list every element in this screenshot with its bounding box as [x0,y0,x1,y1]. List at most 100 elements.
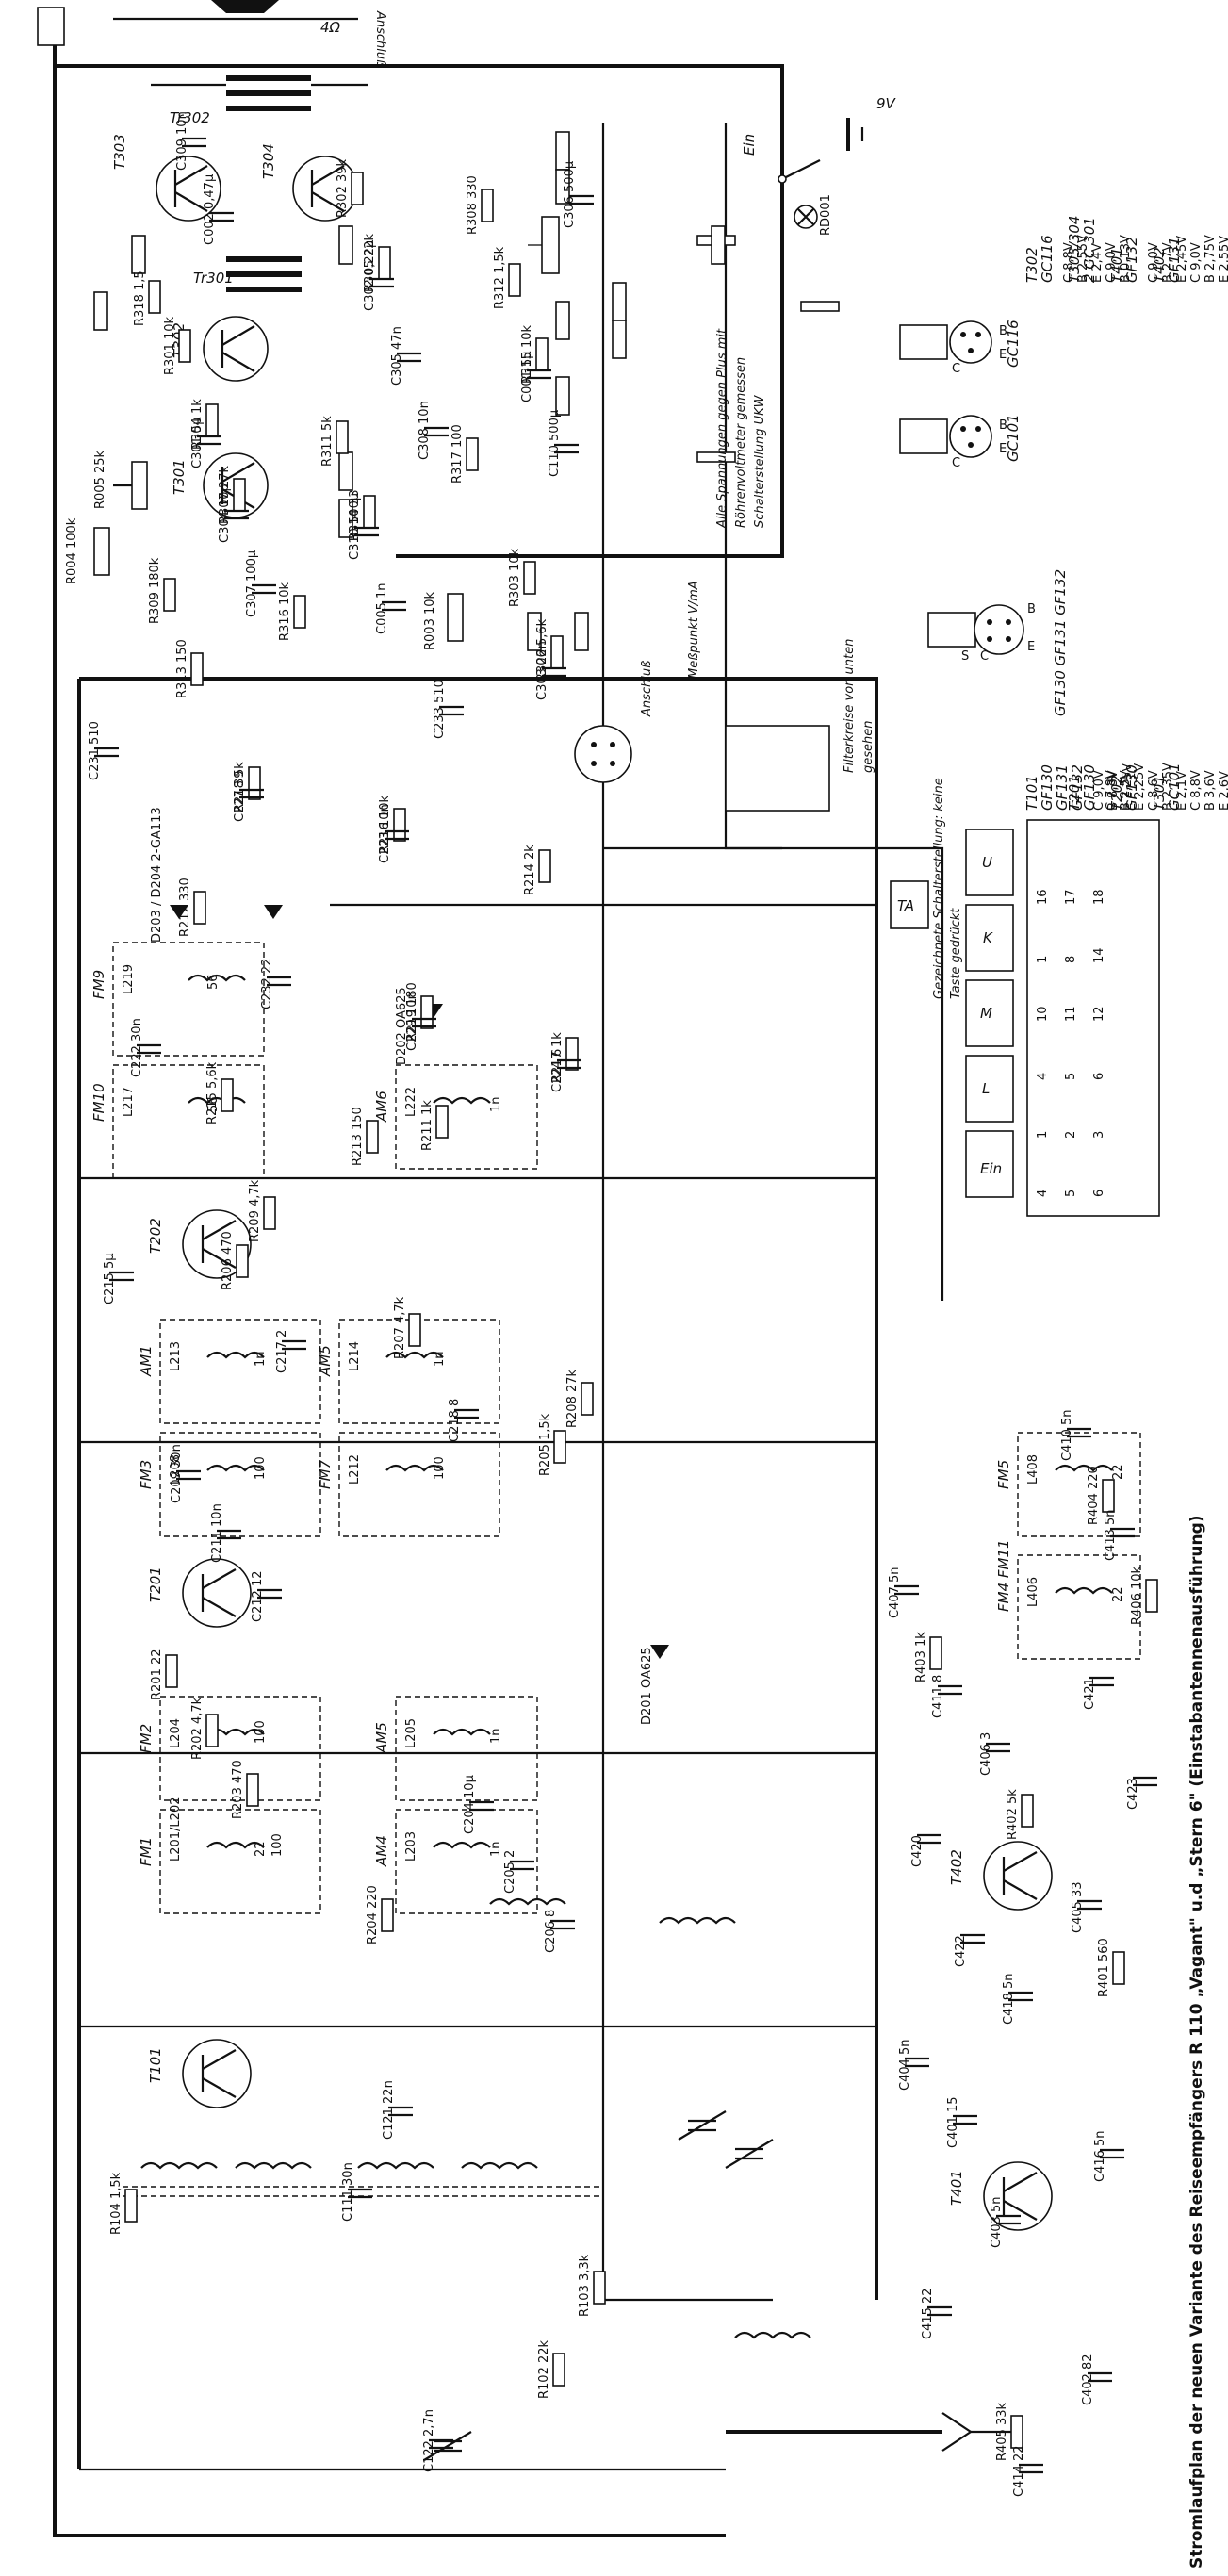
component-label: C404 5n [898,2039,912,2091]
transistor-type: GF132 [1069,764,1086,811]
transistor-voltage: B 2,55V [1076,235,1090,283]
transistor-voltage: C 9,0V [1189,242,1203,283]
switch-contact-number: 11 [1064,1006,1078,1022]
filter-fm5 [1017,1432,1141,1537]
component-label: R301 10k [163,316,177,375]
speaker-impedance: 4Ω [320,19,341,36]
svg-text:D201 OA625: D201 OA625 [640,1647,654,1725]
svg-text:Tr302: Tr302 [170,109,210,126]
capacitor: C414 22 [1012,2445,1043,2497]
resistor: R204 220 [366,1885,394,1944]
component-label: R306 5,6k [535,618,549,681]
transistor-voltage: B 2,5V [1119,770,1133,811]
svg-text:R003 10k: R003 10k [423,591,437,650]
svg-text:C: C [952,362,960,376]
component-label: C222 30n [130,1018,144,1077]
filter-view-box [725,725,830,812]
capacitor: C403 5n [990,2196,1021,2248]
svg-text:Taste gedrückt: Taste gedrückt [949,908,963,999]
component-label: R302 39k [336,158,350,218]
switch-L [965,1055,1014,1123]
svg-text:B: B [999,418,1007,433]
capacitor: C212 12 [251,1570,282,1622]
switch-contact-number: 1 [1036,956,1050,963]
component-label: R217 1k [550,1032,565,1083]
capacitor: C222 30n [130,1018,161,1077]
earphone-jack [37,7,65,46]
capacitor: C223 10n [378,804,409,863]
component-label: C231 510 [88,721,102,780]
filter-cap-value: 1n [489,1841,503,1857]
component-label: C233 510 [433,680,447,739]
component-label: C122 2,7n [422,2409,436,2472]
svg-text:B: B [1027,602,1036,616]
filter-coil: L212 [348,1454,362,1485]
capacitor: C218 8 [448,1399,479,1442]
resistor: R317 100 [450,424,479,484]
component-label: R103 3,3k [578,2254,592,2317]
capacitor: C410 5n [1060,1409,1091,1461]
component-label: C209 30n [170,1444,184,1503]
filter-am5b [395,1696,538,1801]
component-label: C305 47n [390,326,404,386]
switch-K [965,904,1014,972]
component-label: C405 33 [1071,1881,1085,1933]
resistor: R201 22 [150,1649,178,1700]
capacitor: C307 100μ [245,550,276,617]
svg-text:Anschluß: Anschluß [640,661,654,717]
switch-contact-number: 12 [1092,1006,1106,1022]
capacitor: C305 47n [390,326,421,386]
if-filters [112,942,1141,1914]
svg-text:R005 25k: R005 25k [93,450,107,509]
volume-pot-R004: R004 100k [65,517,110,584]
resistor: R209 4,7k [248,1179,276,1242]
filter-name: AM5 [373,1722,390,1754]
capacitor: C422 [954,1933,985,1967]
switch-contact-number: 5 [1064,1190,1078,1197]
filter-coil: L219 [122,964,136,994]
component-label: R402 5k [1006,1789,1020,1840]
switch-ein [965,1130,1014,1198]
capacitor: C401 15 [946,2096,977,2148]
capacitor: C233 510 [433,680,464,739]
transistor-type: GC116 [1039,235,1056,283]
filter-coil: L406 [1026,1577,1040,1607]
component-label: C416 5n [1093,2130,1107,2182]
switch-label-M: M [980,1005,992,1022]
resistor: R207 4,7k [393,1296,421,1359]
ta-connector: Anschluß [574,661,654,783]
component-label: C413 5n [1104,1509,1118,1561]
output-transformer: Tr302 [151,75,368,126]
capacitor: C310 500μ [348,493,379,560]
capacitor: C301 5μ [190,417,221,468]
svg-text:T304: T304 [260,143,277,179]
svg-text:Röhrenvoltmeter gemessen: Röhrenvoltmeter gemessen [734,357,748,528]
capacitor: C416 5n [1093,2130,1124,2182]
component-label: C002 0,47μ [203,174,217,245]
speaker-icon [211,0,279,13]
component-label: R214 2k [523,845,537,895]
filter-name: AM1 [138,1345,155,1377]
switch-label-TA: TA [897,897,914,914]
resistor: R212 330 [178,878,206,937]
transistor-voltage: E 2,45V [1175,236,1189,283]
transistor-voltage: E 2,55V [1218,236,1228,283]
filter-am6 [395,1064,538,1170]
transistor-voltage: B 2,35V [1161,763,1175,811]
switch-contact-number: 17 [1064,889,1078,905]
filter-name: FM2 [138,1724,155,1753]
capacitor: C308 10n [418,401,449,460]
transistor-T202: T202 [147,1209,252,1279]
switch-contact-number: 18 [1092,889,1106,905]
transistor-type: T303/304 [1066,216,1083,283]
switch-contact-number: 5 [1064,1073,1078,1080]
component-label: C410 5n [1060,1409,1074,1461]
component-label: R303 10k [508,548,522,607]
transistor-type: 2 GC 301 [1081,217,1098,283]
switch-TA [890,880,929,929]
